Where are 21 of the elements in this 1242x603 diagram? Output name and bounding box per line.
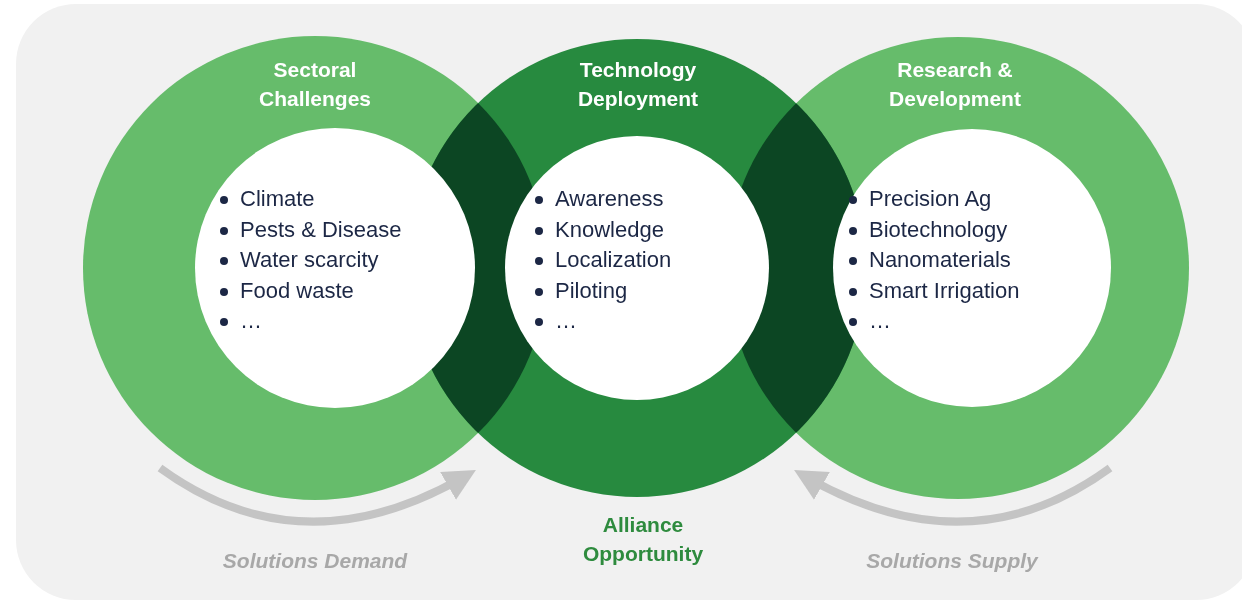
bullet-item: Nanomaterials [847,245,1020,276]
bullet-item: Water scarcity [218,245,402,276]
bullet-item: Knowledge [533,214,672,245]
bullet-item: Localization [533,245,672,276]
bullet-item: … [847,306,1020,337]
ring-heading: Research & Development [888,57,1022,112]
caption-text: Alliance Opportunity [581,512,705,567]
bullet-item: Awareness [533,184,672,215]
bullet-item: Climate [218,184,402,215]
bullet-item: Smart Irrigation [847,275,1020,306]
caption-text: Solutions Supply [865,548,1040,574]
bullet-item: … [218,306,402,337]
bullet-item: Biotechnology [847,214,1020,245]
caption-text: Solutions Demand [221,548,409,574]
bullet-item: … [533,306,672,337]
bullet-item: Piloting [533,275,672,306]
bullet-item: Pests & Disease [218,214,402,245]
ring-heading: Technology Deployment [576,57,700,112]
bullet-item: Food waste [218,275,402,306]
bullet-item: Precision Ag [847,184,1020,215]
ring-heading: Sectoral Challenges [257,57,372,112]
